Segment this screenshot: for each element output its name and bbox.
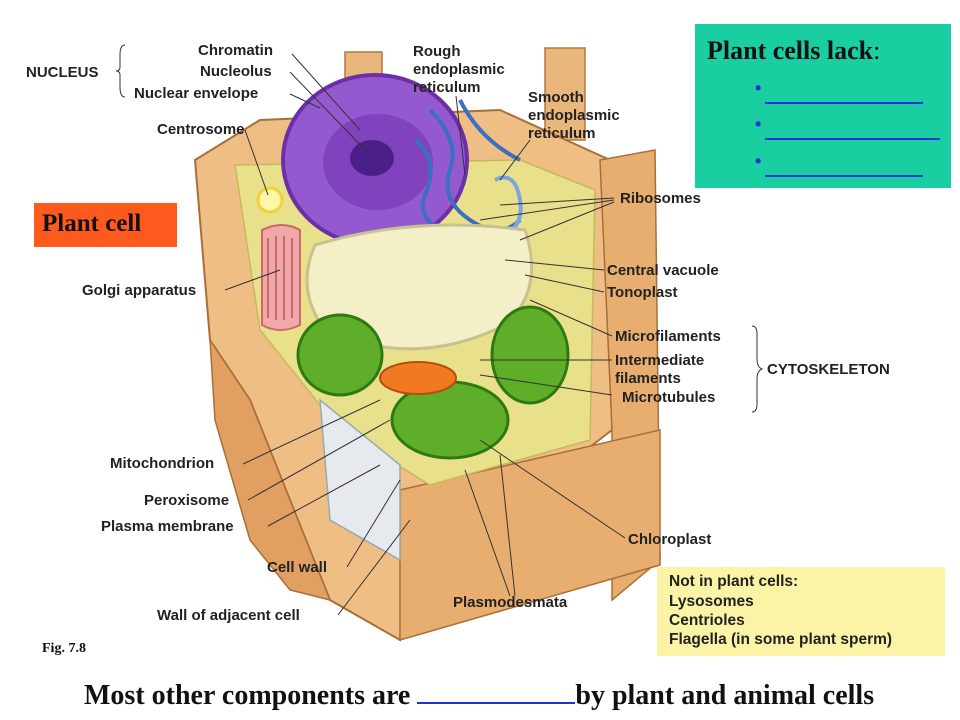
lack-bullet-2: • <box>755 114 762 134</box>
centrosome <box>256 186 284 214</box>
golgi-apparatus <box>261 224 301 331</box>
label-microtubules: Microtubules <box>622 389 716 406</box>
plant-cell-title: Plant cell <box>42 210 142 237</box>
label-golgi: Golgi apparatus <box>82 282 197 299</box>
label-chloroplast: Chloroplast <box>628 531 712 548</box>
label-rough-er-1: Rough <box>413 43 461 60</box>
label-cell-wall: Cell wall <box>267 559 328 576</box>
label-nucleus: NUCLEUS <box>26 64 99 81</box>
label-central-vacuole: Central vacuole <box>607 262 719 279</box>
label-nucleolus: Nucleolus <box>200 63 272 80</box>
lack-blank-2[interactable] <box>765 118 940 140</box>
label-intermediate-1: Intermediate <box>615 352 705 369</box>
label-nuclear-envelope: Nuclear envelope <box>134 85 259 102</box>
lack-bullet-1: • <box>755 78 762 98</box>
lack-title-text: Plant cells lack <box>707 36 874 65</box>
label-smooth-er-2: endoplasmic <box>528 107 620 124</box>
not-in-plant-cells-box: Not in plant cells: Lysosomes Centrioles… <box>657 567 945 656</box>
lack-title-colon: : <box>873 36 881 65</box>
lack-blank-1[interactable] <box>765 82 923 104</box>
label-plasma-membrane: Plasma membrane <box>101 518 234 535</box>
bottom-sentence: Most other components are by plant and a… <box>84 680 874 712</box>
label-ribosomes: Ribosomes <box>620 190 701 207</box>
leader-lines <box>115 44 764 616</box>
nucleus <box>281 73 469 247</box>
not-in-line-1: Not in plant cells: <box>669 573 799 590</box>
label-mitochondrion: Mitochondrion <box>110 455 215 472</box>
label-intermediate-2: filaments <box>615 370 681 387</box>
label-tonoplast: Tonoplast <box>607 284 678 301</box>
label-smooth-er-1: Smooth <box>528 89 584 106</box>
label-cytoskeleton: CYTOSKELETON <box>767 361 890 378</box>
label-centrosome: Centrosome <box>157 121 245 138</box>
bottom-before: Most other components are <box>84 680 418 711</box>
not-in-line-4: Flagella (in some plant sperm) <box>669 631 893 648</box>
label-wall-adjacent-cell: Wall of adjacent cell <box>157 607 300 624</box>
label-rough-er-3: reticulum <box>413 79 481 96</box>
label-rough-er-2: endoplasmic <box>413 61 505 78</box>
plant-cells-lack-box: Plant cells lack: • • • <box>695 24 951 188</box>
not-in-line-3: Centrioles <box>669 612 745 629</box>
chloroplast <box>296 305 570 460</box>
label-chromatin: Chromatin <box>198 42 273 59</box>
mitochondrion <box>379 361 457 395</box>
label-plasmodesmata: Plasmodesmata <box>453 594 568 611</box>
bottom-after: by plant and animal cells <box>575 680 875 711</box>
not-in-line-2: Lysosomes <box>669 593 754 610</box>
label-smooth-er-3: reticulum <box>528 125 596 142</box>
label-peroxisome: Peroxisome <box>144 492 230 509</box>
plant-cell-title-box: Plant cell <box>34 203 177 247</box>
label-microfilaments: Microfilaments <box>615 328 721 345</box>
lack-blank-3[interactable] <box>765 155 923 177</box>
lack-box-title: Plant cells lack: <box>707 36 880 66</box>
plasma-membrane <box>319 398 401 562</box>
bottom-blank[interactable] <box>417 680 576 704</box>
figure-number: Fig. 7.8 <box>42 641 86 656</box>
lack-bullet-3: • <box>755 151 762 171</box>
